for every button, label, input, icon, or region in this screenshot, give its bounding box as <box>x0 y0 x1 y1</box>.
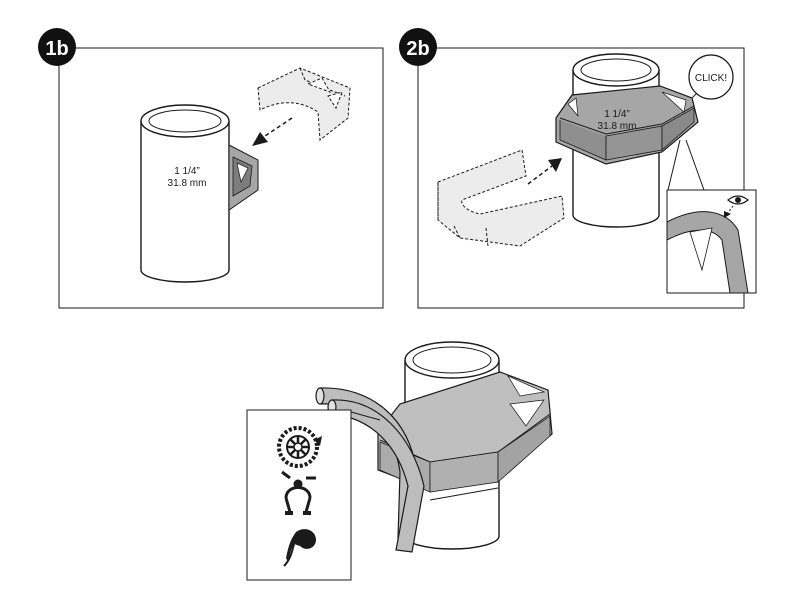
tube-metric-label-1b: 31.8 mm <box>168 178 207 189</box>
clip-ghost-1b <box>257 67 351 141</box>
tube-1b <box>140 104 230 283</box>
eye-icon <box>727 195 749 205</box>
motion-arrow-2b <box>527 158 562 185</box>
clip-collar-3 <box>377 371 553 501</box>
chainring-icon <box>277 426 322 468</box>
panel-1b: 1 1/4” 31.8 mm 1b <box>38 28 384 309</box>
detail-inset-2b <box>666 139 757 294</box>
brake-lever-icon <box>283 529 316 567</box>
step-badge-2b: 2b <box>399 28 437 66</box>
tube-metric-label-2b: 31.8 mm <box>598 121 637 132</box>
panel-3 <box>246 341 553 581</box>
brake-caliper-icon <box>281 470 316 515</box>
motion-arrow-1b <box>252 117 293 146</box>
clip-collar-2b <box>555 85 699 165</box>
step-label-1b: 1b <box>45 38 68 60</box>
tube-size-label-1b: 1 1/4” <box>174 166 200 177</box>
step-label-2b: 2b <box>406 38 429 60</box>
clip-attached-1b <box>228 144 259 211</box>
step-badge-1b: 1b <box>38 28 76 66</box>
tube-size-label-2b: 1 1/4” <box>604 109 630 120</box>
component-legend <box>246 409 381 581</box>
brake-cables <box>315 387 425 553</box>
click-text: CLICK! <box>695 73 727 84</box>
panel-2b: 1 1/4” 31.8 mm CLICK! 2b <box>399 28 757 309</box>
click-callout: CLICK! <box>688 54 734 100</box>
clip-ghost-2b <box>437 149 565 247</box>
